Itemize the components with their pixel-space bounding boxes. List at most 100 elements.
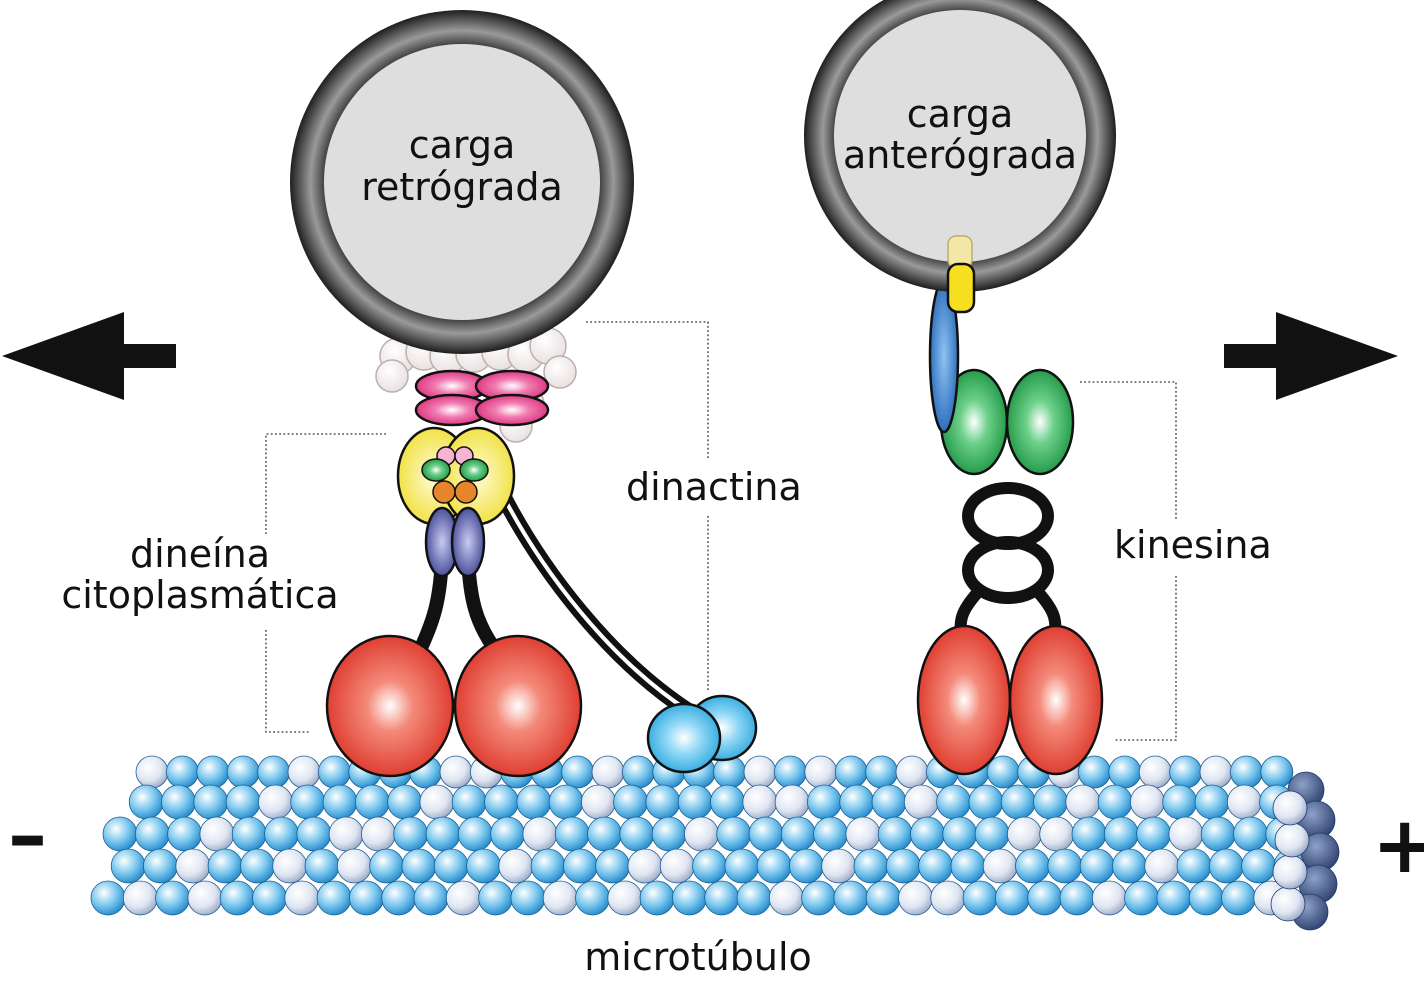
tubulin-subunit-plus-end: [1270, 886, 1306, 922]
tubulin-subunit: [910, 816, 945, 852]
tubulin-subunit: [90, 880, 126, 916]
tubulin-subunit: [742, 784, 778, 820]
tubulin-subunit: [160, 784, 196, 820]
cargo-receptor: [946, 262, 976, 314]
tubulin-subunit: [871, 784, 907, 820]
retrograde-cargo: carga retrógrada: [290, 10, 634, 354]
retrograde-arrow-icon: [2, 312, 176, 400]
dynein-label-line2: citoplasmática: [61, 573, 338, 617]
dynein-light-chains: [421, 446, 489, 504]
tubulin-subunit: [433, 848, 469, 884]
tubulin-subunit: [1188, 880, 1224, 916]
tubulin-subunit: [807, 784, 842, 820]
tubulin-subunit: [789, 848, 824, 884]
tubulin-subunit: [845, 816, 881, 852]
tubulin-subunit: [554, 816, 590, 852]
tubulin-subunit: [1199, 755, 1233, 789]
anterograde-cargo: carga anterógrada: [804, 0, 1116, 314]
tubulin-subunit: [716, 816, 752, 852]
tubulin-subunit: [284, 880, 320, 916]
tubulin-subunit: [575, 880, 610, 916]
tubulin-subunit: [419, 784, 455, 820]
dynein-label-line1: dineína: [130, 532, 270, 576]
tubulin-subunit: [834, 755, 868, 789]
tubulin-subunit-plus-end: [1274, 822, 1310, 858]
tubulin-subunit: [155, 880, 191, 916]
tubulin-subunit: [1112, 848, 1147, 884]
tubulin-subunit: [895, 755, 929, 789]
tubulin-subunit: [1221, 880, 1256, 916]
tubulin-subunit: [316, 880, 352, 916]
tubulin-subunit: [193, 784, 229, 820]
tubulin-subunit: [1027, 880, 1063, 916]
tubulin-subunit: [865, 755, 898, 789]
tubulin-subunit: [1033, 784, 1068, 820]
dynein-leader-upper: [265, 433, 386, 534]
tubulin-subunit: [968, 784, 1004, 820]
tubulin-subunit: [672, 880, 707, 916]
tubulin-subunit: [207, 848, 243, 884]
tubulin-subunits: [90, 755, 1340, 931]
kinesin-light-chain-right: [1005, 368, 1075, 476]
tubulin-subunit: [1047, 848, 1083, 884]
anterograde-cargo-label-line2: anterógrada: [843, 133, 1077, 177]
tubulin-subunit: [1260, 755, 1294, 789]
tubulin-subunit: [167, 816, 203, 852]
tubulin-subunit: [225, 784, 261, 820]
tubulin-subunit: [1200, 816, 1236, 852]
tubulin-subunit: [645, 784, 681, 820]
tubulin-subunit: [451, 784, 487, 820]
tubulin-subunit: [1226, 784, 1262, 820]
tubulin-subunit: [587, 816, 622, 852]
tubulin-subunit: [322, 784, 358, 820]
tubulin-subunit: [736, 880, 772, 916]
tubulin-subunit: [591, 755, 625, 789]
tubulin-subunit: [839, 784, 875, 820]
tubulin-subunit: [724, 848, 760, 884]
tubulin-subunit: [639, 880, 675, 916]
retrograde-cargo-label-line1: carga: [409, 123, 516, 167]
tubulin-subunit: [336, 848, 372, 884]
tubulin-subunit: [1176, 848, 1212, 884]
tubulin-subunit: [1000, 784, 1036, 820]
tubulin-subunit: [257, 755, 291, 789]
tubulin-subunit: [548, 784, 584, 820]
tubulin-subunit: [903, 784, 939, 820]
tubulin-subunit: [1230, 755, 1263, 789]
tubulin-subunit: [1124, 880, 1159, 916]
tubulin-subunit: [226, 755, 260, 789]
tubulin-subunit: [684, 816, 719, 852]
tubulin-subunit: [930, 880, 966, 916]
tubulin-subunit: [1059, 880, 1095, 916]
tubulin-subunit: [354, 784, 390, 820]
tubulin-subunit: [466, 848, 501, 884]
tubulin-subunit: [801, 880, 836, 916]
tubulin-subunit: [865, 880, 901, 916]
tubulin-subunit: [490, 816, 526, 852]
dynein-complex: [325, 327, 758, 778]
kinesin-motor-head-left: [916, 624, 1012, 776]
tubulin-subunit: [287, 755, 321, 789]
tubulin-subunit: [1079, 848, 1115, 884]
tubulin-subunit: [439, 755, 473, 789]
tubulin-subunit: [1015, 848, 1050, 884]
tubulin-subunit: [360, 816, 396, 852]
tubulin-subunit: [1071, 816, 1107, 852]
tubulin-subunit: [328, 816, 364, 852]
tubulin-subunit: [387, 784, 423, 820]
tubulin-subunit: [296, 816, 332, 852]
tubulin-subunit: [607, 880, 643, 916]
tubulin-subunit: [710, 784, 745, 820]
tubulin-subunit: [393, 816, 429, 852]
tubulin-subunit: [510, 880, 546, 916]
tubulin-subunit: [1108, 755, 1142, 789]
tubulin-subunit: [1097, 784, 1133, 820]
tubulin-subunit: [128, 784, 164, 820]
tubulin-subunit: [1208, 848, 1244, 884]
tubulin-subunit: [918, 848, 953, 884]
tubulin-subunit: [613, 784, 648, 820]
tubulin-subunit: [122, 880, 158, 916]
tubulin-subunit: [1103, 816, 1139, 852]
tubulin-subunit: [102, 816, 138, 852]
tubulin-subunit: [780, 816, 816, 852]
